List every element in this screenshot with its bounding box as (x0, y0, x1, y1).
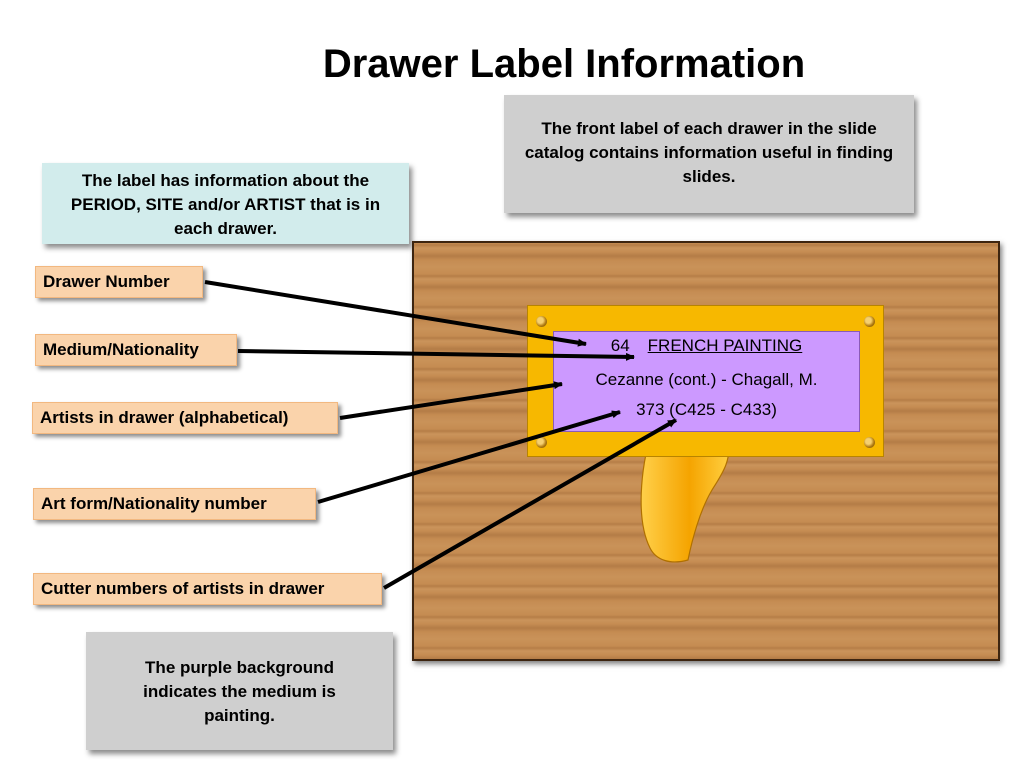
drawer-number: 64 (610, 336, 630, 355)
callout-cutter-numbers: Cutter numbers of artists in drawer (33, 573, 382, 605)
drawer-call-numbers: 373 (C425 - C433) (636, 400, 777, 419)
callout-art-form-number: Art form/Nationality number (33, 488, 316, 520)
arrow-cutter-numbers (383, 418, 677, 590)
front-label-note: The front label of each drawer in the sl… (504, 95, 914, 213)
label-line-number-category: 64 FRENCH PAINTING (554, 335, 859, 357)
callout-artists: Artists in drawer (alphabetical) (32, 402, 338, 434)
callout-drawer-number: Drawer Number (35, 266, 203, 298)
purple-background-note: The purple background indicates the medi… (86, 632, 393, 750)
screw-icon (536, 437, 547, 448)
screw-icon (864, 437, 875, 448)
arrow-artists (339, 381, 563, 420)
callout-medium-nationality: Medium/Nationality (35, 334, 237, 366)
label-info-note: The label has information about the PERI… (42, 163, 409, 244)
drawer-artists: Cezanne (cont.) - Chagall, M. (595, 370, 818, 389)
screw-icon (536, 316, 547, 327)
arrow-drawer-number (204, 280, 587, 347)
arrow-medium-nationality (237, 349, 635, 361)
arrow-art-form-number (317, 410, 621, 504)
page-title: Drawer Label Information (322, 42, 806, 86)
drawer-category: FRENCH PAINTING (647, 336, 803, 355)
screw-icon (864, 316, 875, 327)
